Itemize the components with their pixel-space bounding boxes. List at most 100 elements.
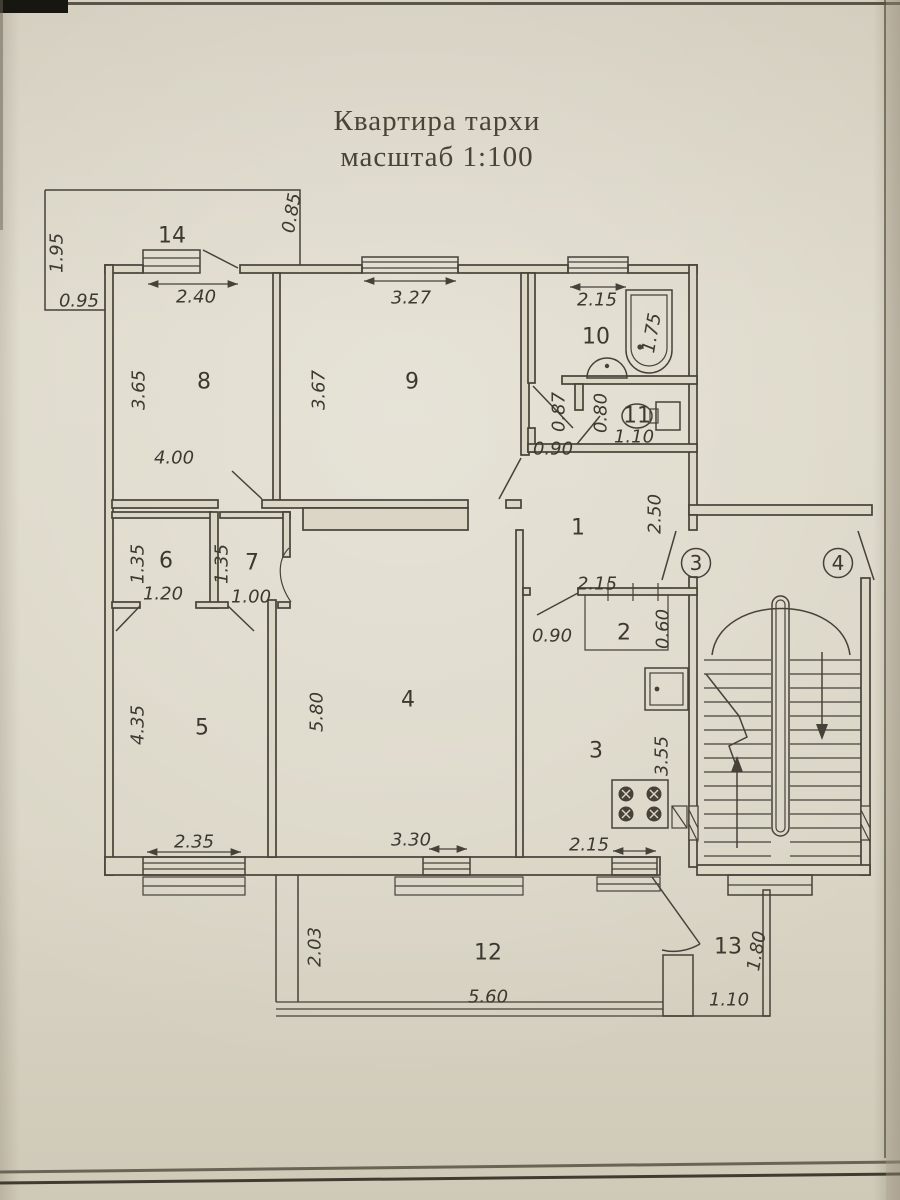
page-corner-mark xyxy=(0,0,68,13)
door-wc xyxy=(576,415,601,445)
page-bottom-edge-outer xyxy=(0,1160,900,1174)
window-sills xyxy=(142,876,661,896)
stair-rail xyxy=(771,595,790,837)
page-right-shadow xyxy=(886,0,900,1200)
dimension-label: 1.00 xyxy=(231,587,271,608)
dimension-label: 1.10 xyxy=(614,427,654,448)
door-apartment-entry xyxy=(661,530,677,581)
dimension-label: 4.00 xyxy=(154,448,194,469)
page-top-edge xyxy=(0,2,900,5)
door-neighbor-entry xyxy=(857,530,875,581)
balcony-12-left-wall xyxy=(275,875,299,1002)
room-number-label: 3 xyxy=(589,739,603,764)
closet-shelving xyxy=(584,583,669,651)
door-bath-lobby xyxy=(532,385,574,429)
bathtub-icon xyxy=(625,289,673,374)
stair-rail-inner xyxy=(775,599,786,833)
dimension-label: 2.15 xyxy=(577,574,617,595)
dimension-label: 2.35 xyxy=(174,832,214,853)
dimension-label: 1.80 xyxy=(743,929,771,972)
washbasin-icon xyxy=(586,357,628,379)
balcony-outlines xyxy=(44,189,771,1017)
balcony-14-outline xyxy=(45,189,301,265)
kitchen-sink-icon xyxy=(644,667,689,711)
door-room7 xyxy=(227,605,255,632)
toilet-icon xyxy=(621,401,681,431)
balcony-13-right-wall xyxy=(762,889,771,1017)
room-number-label: 14 xyxy=(158,224,186,249)
down-arrow-icon xyxy=(816,652,828,740)
room-number-label: 13 xyxy=(714,935,742,960)
dimension-label: 1.35 xyxy=(212,544,233,584)
entry-porch xyxy=(727,874,813,896)
room-number-label: 11 xyxy=(623,404,651,429)
balcony-divider-wall xyxy=(662,954,694,1017)
dimension-label: 0.85 xyxy=(278,191,306,234)
dimension-label: 0.90 xyxy=(533,439,573,460)
fixtures xyxy=(584,289,689,829)
dimension-label: 3.65 xyxy=(129,370,150,410)
window-room4 xyxy=(422,856,471,876)
room-number-label: 7 xyxy=(245,551,259,576)
dimension-label: 1.95 xyxy=(47,233,68,273)
page-left-edge xyxy=(0,0,3,230)
dimension-label: 2.15 xyxy=(569,835,609,856)
dimension-label: 0.87 xyxy=(549,391,570,432)
dimension-label: 3.55 xyxy=(652,736,673,776)
dimension-label: 5.80 xyxy=(307,692,328,732)
door-room6 xyxy=(115,605,141,632)
door-room8 xyxy=(231,470,263,500)
dimension-label: 0.80 xyxy=(591,393,612,433)
axis-marker-label: 4 xyxy=(832,551,845,575)
window-room9 xyxy=(361,256,459,274)
axis-marker-3-circle xyxy=(680,547,712,579)
room-number-label: 12 xyxy=(474,941,502,966)
up-arrow-icon xyxy=(705,673,748,848)
page-bottom-edge-inner xyxy=(0,1172,900,1185)
balcony-14-outline-left xyxy=(44,190,105,311)
room-number-label: 4 xyxy=(401,688,415,713)
room-number-label: 9 xyxy=(405,370,419,395)
doors xyxy=(115,249,875,953)
dimension-label: 1.75 xyxy=(638,311,666,354)
stair-side-window-left xyxy=(688,805,699,843)
room-number-label: 5 xyxy=(195,716,209,741)
door-kitchen xyxy=(536,592,579,616)
walls xyxy=(104,264,873,876)
window-kitchen xyxy=(611,856,658,876)
window-room8 xyxy=(142,249,201,274)
stair-steps xyxy=(704,659,861,857)
dimension-label: 3.27 xyxy=(391,288,432,309)
dimension-label: 1.35 xyxy=(128,544,149,584)
dimension-label: 2.15 xyxy=(577,290,617,311)
axis-marker-label: 3 xyxy=(690,551,703,575)
room-number-label: 6 xyxy=(159,549,173,574)
room-number-label: 8 xyxy=(197,370,211,395)
dimension-label: 0.90 xyxy=(532,626,572,647)
door-balcony13 xyxy=(651,876,701,953)
room-number-label: 10 xyxy=(582,325,610,350)
dimension-label: 1.10 xyxy=(709,990,749,1011)
plan-scale: масштаб 1:100 xyxy=(340,141,533,173)
stair-turn-arc xyxy=(711,607,851,656)
dimension-label: 4.35 xyxy=(128,705,149,745)
room-number-label: 1 xyxy=(571,516,585,541)
dimension-label: 2.40 xyxy=(176,287,216,308)
windows xyxy=(142,249,658,876)
dimension-label: 5.60 xyxy=(468,987,508,1008)
dimension-label: 1.20 xyxy=(143,584,183,605)
window-bathroom xyxy=(567,256,629,274)
stair-side-window-right xyxy=(860,805,871,843)
staircase xyxy=(688,595,871,896)
door-balcony14 xyxy=(202,249,239,269)
dimension-lines xyxy=(147,277,656,856)
door-room9 xyxy=(498,457,522,500)
vent-duct-icon xyxy=(671,805,688,829)
balcony-12-railing xyxy=(276,1001,663,1017)
